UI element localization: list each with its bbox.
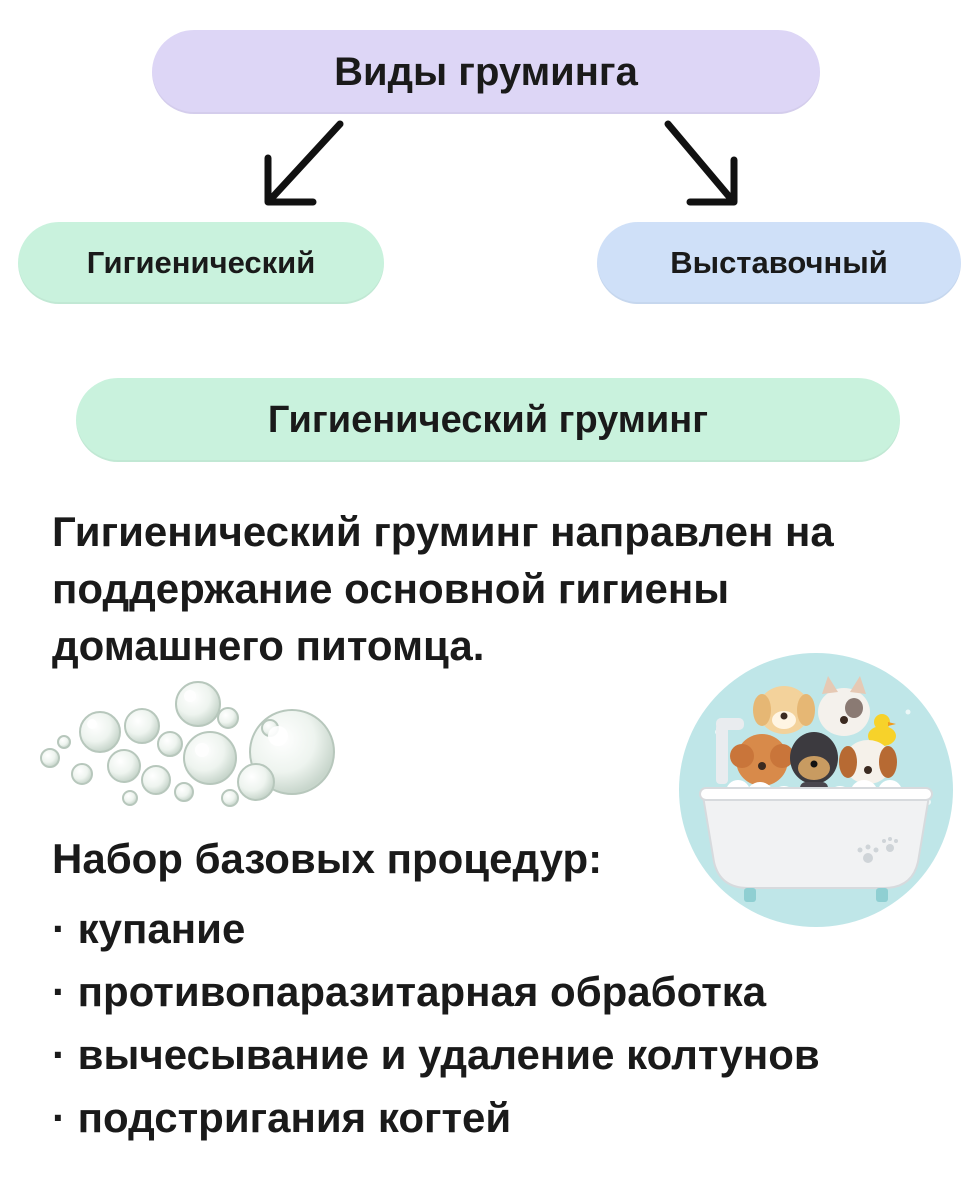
puppy-bulldog bbox=[818, 676, 870, 736]
section-title-label: Гигиенический груминг bbox=[267, 398, 709, 441]
branch-node-hygienic: Гигиенический bbox=[18, 222, 384, 304]
section-description: Гигиенический груминг направлен на подде… bbox=[52, 503, 952, 674]
arrow-left-head bbox=[264, 154, 317, 206]
list-item: подстригания когтей bbox=[52, 1086, 820, 1149]
paw-print-icon bbox=[857, 837, 898, 863]
puppies-in-bathtub-illustration bbox=[679, 653, 953, 927]
procedures-title: Набор базовых процедур: bbox=[52, 835, 603, 882]
description-line: поддержание основной гигиены bbox=[52, 565, 730, 612]
root-node-label: Виды груминга bbox=[334, 49, 638, 94]
description-line: домашнего питомца. bbox=[52, 622, 485, 669]
arrow-right bbox=[664, 120, 736, 204]
puppy-poodle bbox=[730, 734, 794, 786]
puppy-beagle bbox=[839, 740, 897, 784]
branch-node-show: Выставочный bbox=[597, 222, 961, 304]
list-item: вычесывание и удаление колтунов bbox=[52, 1023, 820, 1086]
branch-node-show-label: Выставочный bbox=[670, 245, 888, 280]
list-item: купание bbox=[52, 897, 820, 960]
soap-bubbles-icon bbox=[40, 681, 335, 807]
description-line: Гигиенический груминг направлен на bbox=[52, 508, 834, 555]
puppy-golden bbox=[753, 686, 815, 734]
arrow-right-head bbox=[686, 156, 738, 206]
branch-arrows bbox=[264, 120, 738, 206]
section-title: Гигиенический груминг bbox=[76, 378, 900, 462]
list-item: противопаразитарная обработка bbox=[52, 960, 820, 1023]
root-node: Виды груминга bbox=[152, 30, 820, 114]
branch-node-hygienic-label: Гигиенический bbox=[86, 245, 316, 280]
procedures-list: купание противопаразитарная обработка вы… bbox=[52, 897, 820, 1149]
arrow-left bbox=[266, 120, 344, 204]
